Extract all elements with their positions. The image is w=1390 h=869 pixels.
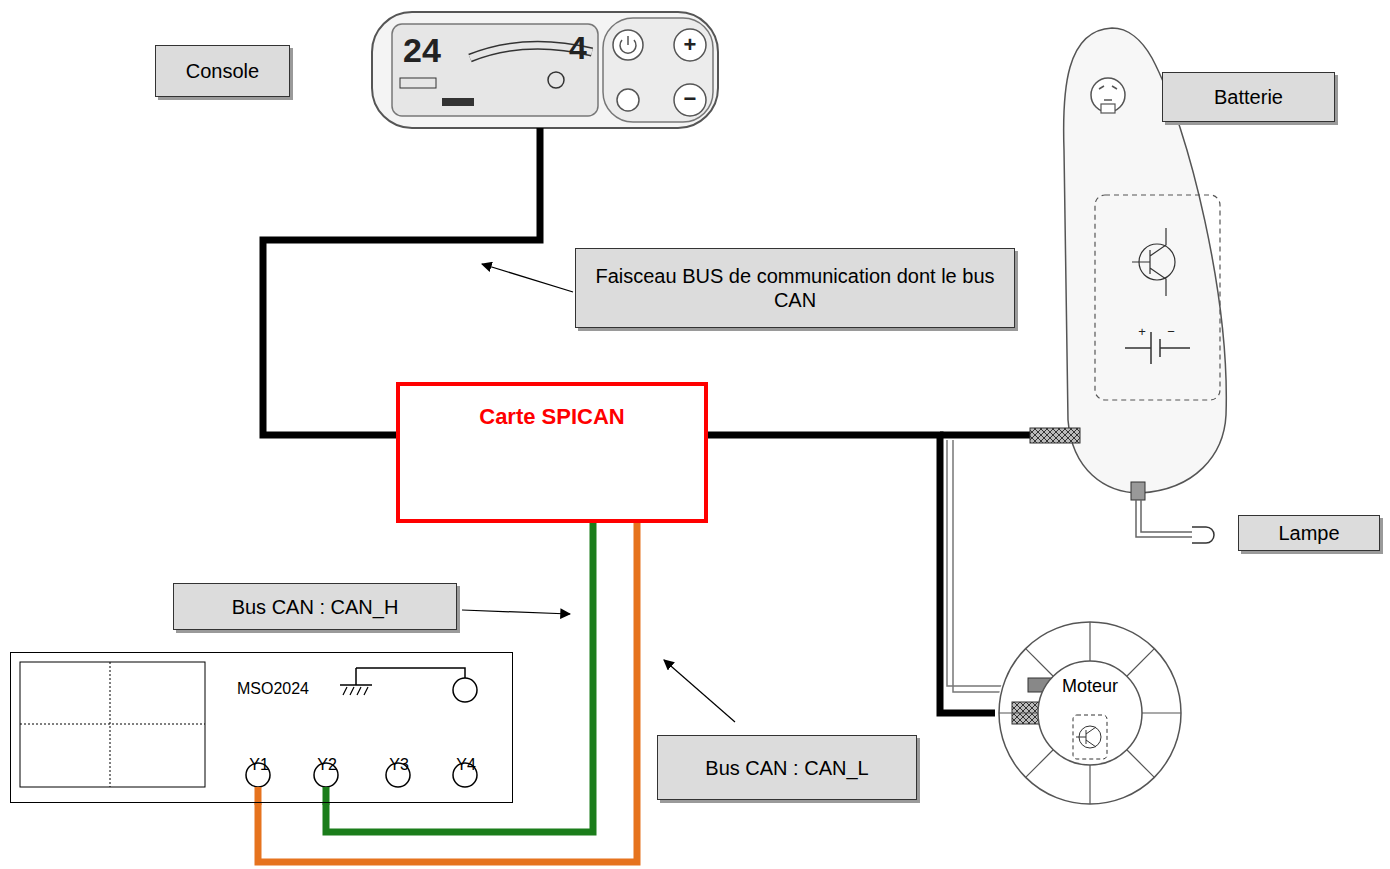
transistor-symbol xyxy=(1076,727,1096,747)
leader-line xyxy=(482,264,573,292)
console-device xyxy=(617,89,639,111)
lamp xyxy=(1131,482,1214,543)
console-device xyxy=(392,24,598,116)
console-device xyxy=(400,78,436,88)
motor-segment xyxy=(1127,750,1155,778)
motor-segment xyxy=(1142,712,1181,713)
can-l-wire xyxy=(258,523,637,862)
node-label: Moteur xyxy=(1062,676,1118,698)
node-label: Console xyxy=(186,59,259,83)
lamp xyxy=(1192,527,1214,543)
channel-label: Y4 xyxy=(456,755,476,774)
leader-line xyxy=(664,660,735,722)
console-device xyxy=(620,36,636,53)
node-label: Bus CAN : CAN_H xyxy=(232,595,399,619)
scope-screen xyxy=(20,662,205,787)
ground-symbol xyxy=(340,668,477,702)
motor-segment xyxy=(1026,750,1054,778)
console-device xyxy=(613,30,643,60)
callout-box: Faisceau BUS de communication dont le bu… xyxy=(575,248,1015,328)
battery-pack xyxy=(1095,195,1220,400)
battery-pack xyxy=(1125,332,1190,364)
channel-label: Y3 xyxy=(389,755,409,774)
oscilloscope: MSO2024Y1 Y2 Y3 Y4 xyxy=(10,652,513,803)
thin-cable xyxy=(947,440,1002,692)
node-label: Bus CAN : CAN_L xyxy=(705,756,868,780)
lcd-digits: 24 xyxy=(403,33,441,67)
node-label: Carte SPICAN xyxy=(479,404,624,430)
battery-pack xyxy=(1091,78,1125,112)
motor-segment xyxy=(1127,649,1155,677)
console-device xyxy=(674,84,706,116)
motor-outline xyxy=(999,622,1181,804)
channel-label: Y2 xyxy=(317,755,337,774)
label-box: Console xyxy=(155,45,290,97)
label-box: Lampe xyxy=(1238,515,1380,551)
ground-symbol xyxy=(340,668,465,685)
console-device xyxy=(548,72,564,88)
lamp xyxy=(1136,500,1192,537)
transistor-box xyxy=(1073,715,1107,759)
node-label: Lampe xyxy=(1278,521,1339,545)
motor-body xyxy=(997,620,1183,806)
leader-line xyxy=(462,610,570,614)
motor-segment xyxy=(1089,765,1090,804)
motor-outline xyxy=(995,620,1185,806)
battery-cable xyxy=(940,432,1032,439)
model-name: MSO2024 xyxy=(237,679,309,698)
scope-screen xyxy=(20,724,205,725)
battery-pack xyxy=(1101,104,1115,113)
label-box: Batterie xyxy=(1162,72,1335,122)
callout-box: Bus CAN : CAN_L xyxy=(657,735,917,800)
circuit-board: Carte SPICAN xyxy=(396,382,708,523)
polarity-sign: + xyxy=(1138,325,1146,338)
lamp xyxy=(1131,482,1145,500)
channel-label: Y1 xyxy=(249,755,269,774)
ground-symbol xyxy=(453,678,477,702)
can-h-wire xyxy=(326,523,593,832)
button-symbol: + xyxy=(684,34,697,56)
battery-pack xyxy=(1132,228,1166,296)
battery-pack xyxy=(1099,86,1117,100)
battery-pack xyxy=(1030,428,1080,443)
motor-segment xyxy=(999,712,1038,713)
motor-hub xyxy=(1038,661,1142,765)
console-device xyxy=(372,12,718,128)
console-device xyxy=(372,12,718,128)
motor-segment xyxy=(1089,622,1090,661)
console-device xyxy=(442,98,474,106)
lcd-digits: 4 xyxy=(569,32,587,64)
motor-segment xyxy=(1026,649,1054,677)
node-label: Batterie xyxy=(1214,85,1283,109)
input-terminal xyxy=(246,763,477,787)
node-label: Faisceau BUS de communication dont le bu… xyxy=(588,264,1002,312)
polarity-sign: − xyxy=(1167,325,1175,338)
callout-box: Bus CAN : CAN_H xyxy=(173,583,457,630)
ground-symbol xyxy=(343,687,368,695)
scope-screen xyxy=(20,662,205,787)
motor-cable xyxy=(708,435,995,713)
console-device xyxy=(603,18,713,122)
console-device xyxy=(674,29,706,61)
button-symbol: − xyxy=(684,88,697,110)
motor: Moteur xyxy=(995,620,1185,806)
